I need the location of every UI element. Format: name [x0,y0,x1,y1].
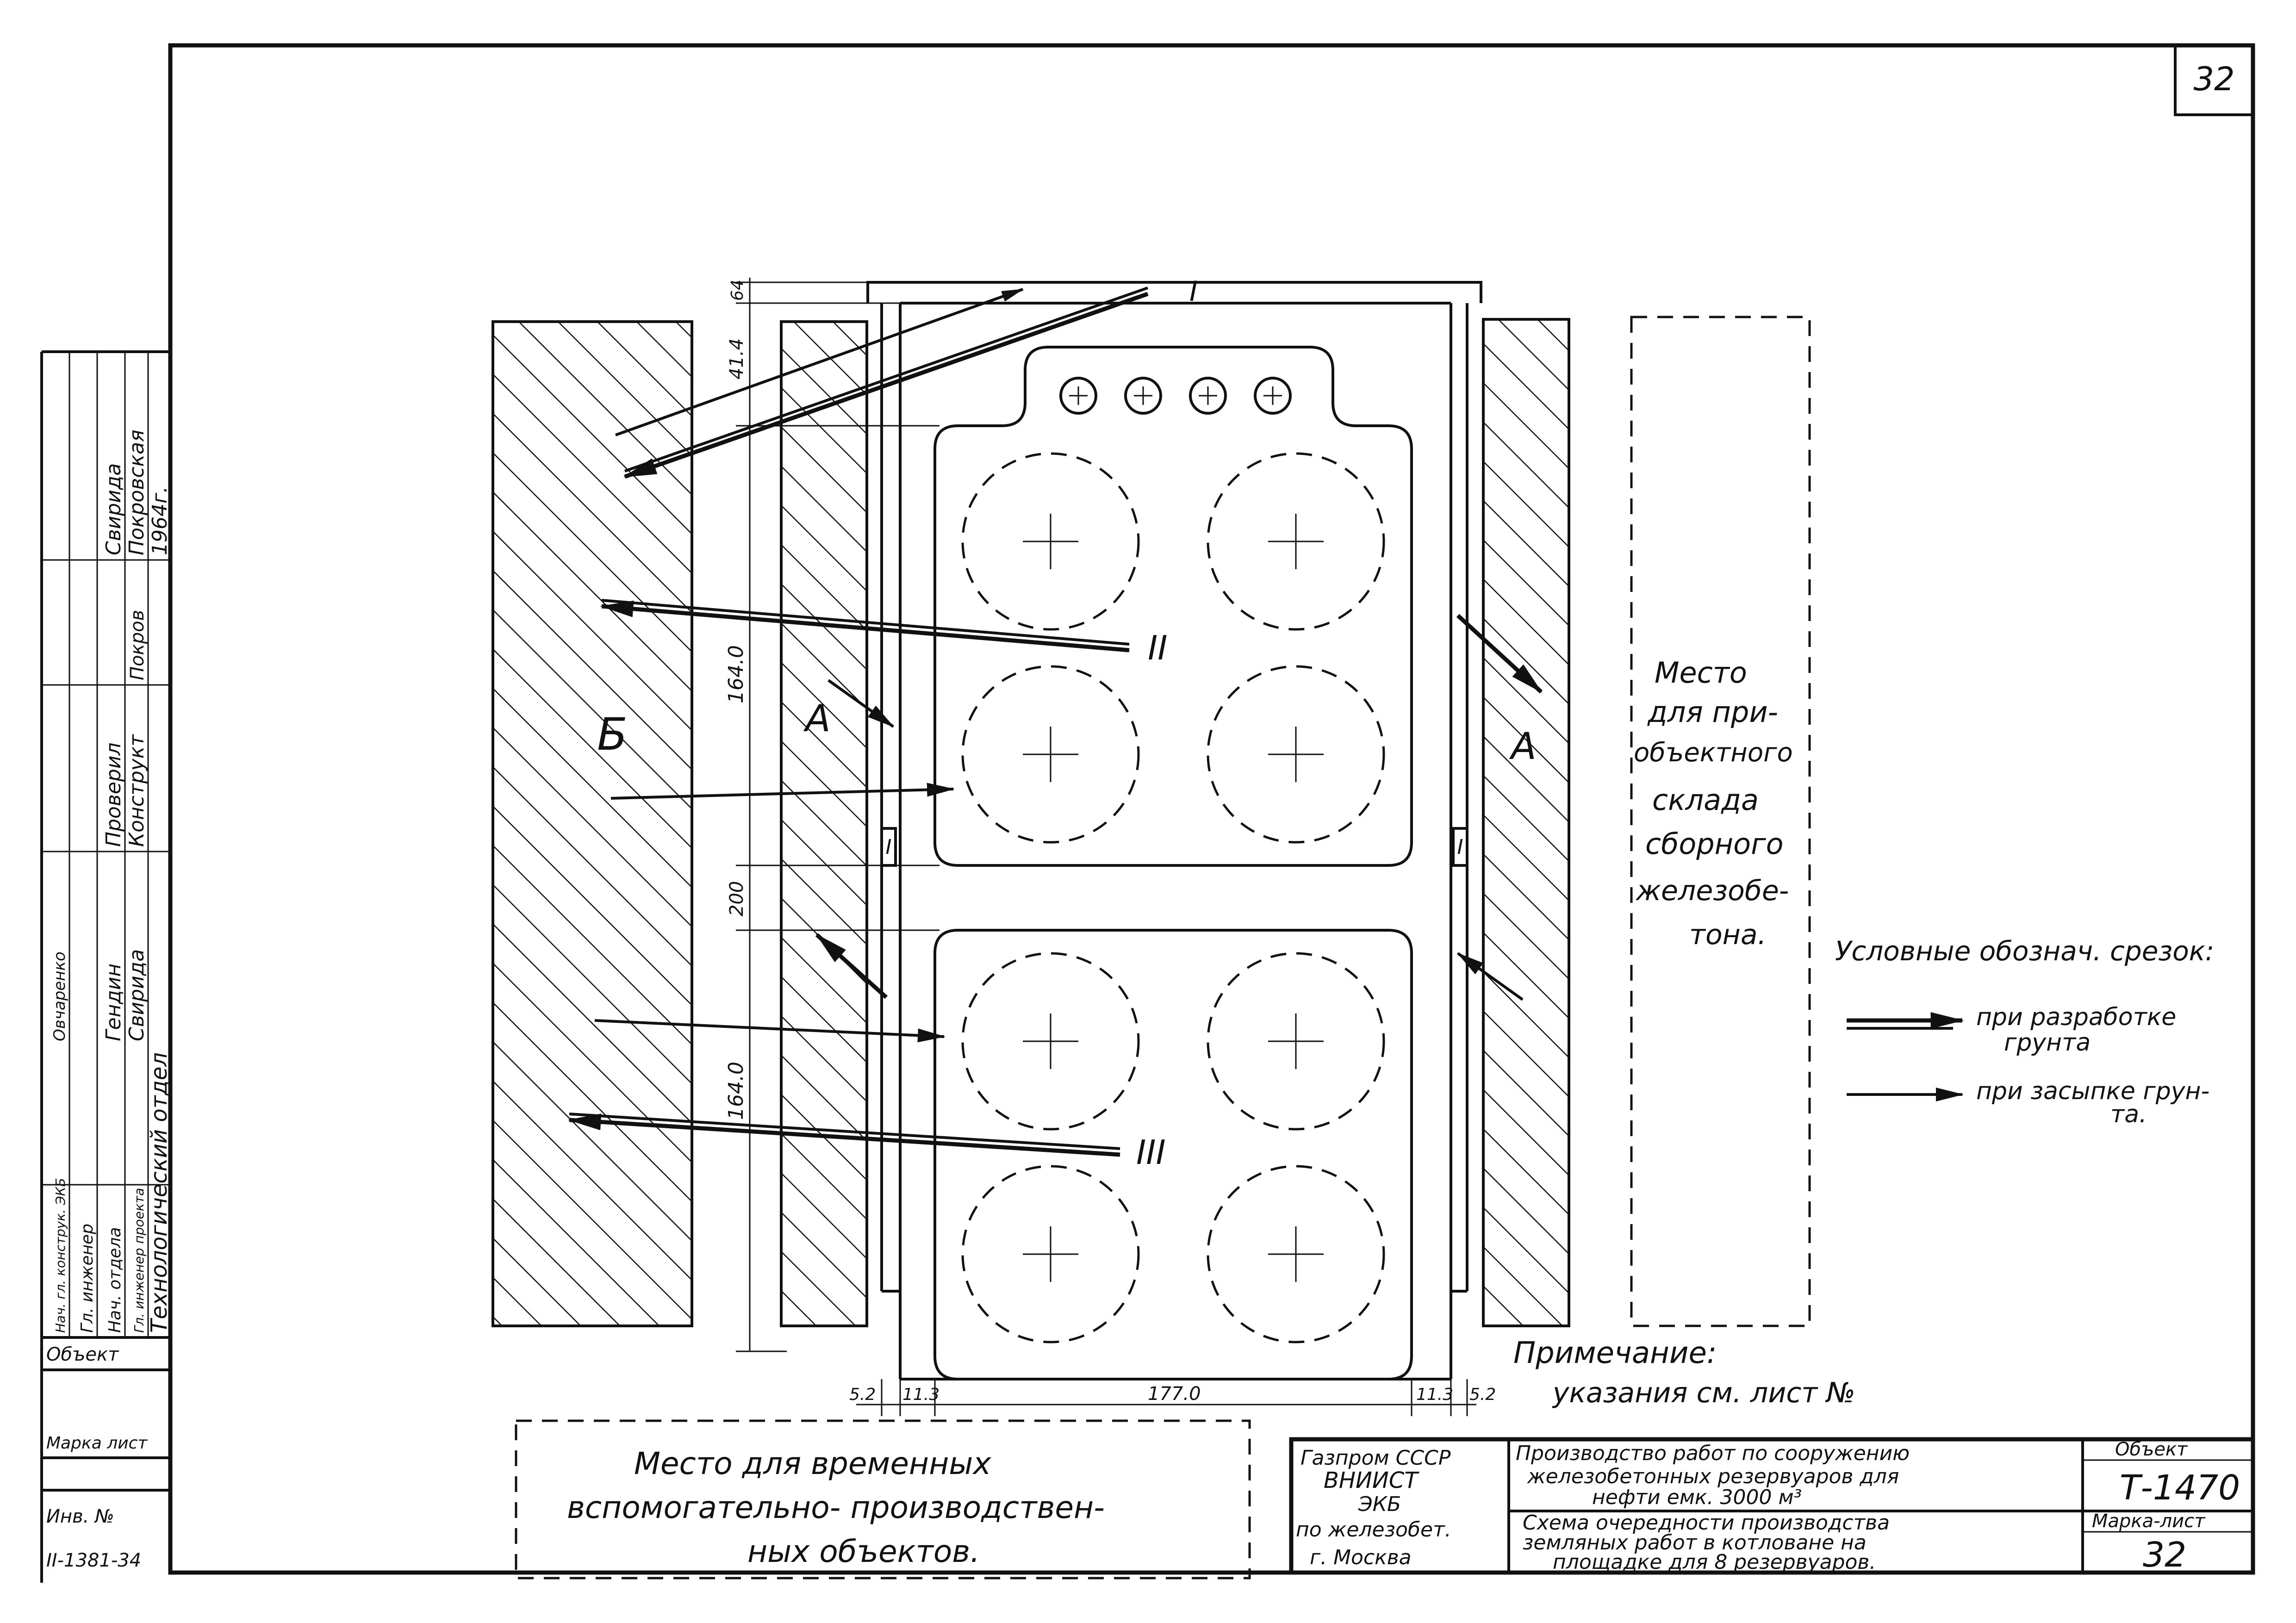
dimension-vertical [736,278,940,1352]
title-block: Газпром СССР ВНИИСТ ЭКБ по железобет. г.… [1289,1437,2255,1575]
stamp-inv-value: II-1381-34 [46,1550,141,1571]
section-mark-right: I [1457,835,1463,859]
stamp-role-4: Гл. инженер проекта [131,1188,147,1333]
pump-circle [1059,377,1097,415]
storage-note-line: склада [1652,783,1759,817]
tank-circle [1207,952,1385,1131]
stamp-role-3: Нач. отдела [106,1227,124,1333]
zone-a-right-hatched [1482,318,1570,1327]
storage-note-line: объектного [1634,738,1793,768]
legend-item-2: при засыпке грун- [1976,1077,2209,1105]
marker-ii: II [1148,628,1167,667]
label-a-left: А [803,697,831,740]
storage-note-line: железобе- [1635,875,1789,907]
org-line: ВНИИСТ [1324,1468,1419,1493]
mark-sheet-label: Марка-лист [2092,1511,2206,1532]
label-a-right: А [1509,725,1537,768]
storage-area-box [1630,316,1811,1327]
stamp-designed-2: Покровская [125,429,149,555]
stamp-inv-label: Инв. № [46,1506,114,1527]
org-line: Газпром СССР [1300,1446,1451,1470]
temp-facilities-line1: Место для временных [634,1446,991,1481]
dim-41-4: 41.4 [726,338,747,379]
object-value: Т-1470 [2120,1468,2240,1508]
sheet-title-line: земляных работ в котловане на [1523,1531,1867,1555]
label-b: Б [597,709,628,760]
tank-group-lower [933,929,1413,1380]
dim-164-top: 164.0 [724,645,748,703]
zone-a-left-hatched [780,320,868,1327]
dim-5-2-right: 5.2 [1469,1385,1496,1404]
pump-circle [1124,377,1162,415]
pump-circle [1189,377,1227,415]
marker-iii: III [1136,1133,1166,1172]
tank-circle [1207,1165,1385,1343]
legend: Условные обознач. срезок: при разработке… [1835,935,2214,1128]
dim-164-bottom: 164.0 [724,1062,748,1120]
stamp-year: 1964г. [148,486,172,555]
flow-arrows [567,286,1543,1157]
stamp-name-2: Гендин [102,964,125,1041]
stamp-department: Технологический отдел [146,1052,172,1333]
tank-circle [1207,665,1385,844]
stamp-object-label: Объект [46,1344,119,1365]
tank-circle [961,1165,1140,1343]
org-line: ЭКБ [1358,1492,1401,1516]
page-number: 32 [2193,60,2234,98]
remark-title: Примечание: [1513,1336,1717,1370]
zone-b-hatched [492,320,693,1327]
stamp-name-1: Овчаренко [50,951,69,1041]
stamp-role-1: Нач. гл. конструк. ЭКБ [53,1178,68,1333]
legend-item-1: при разработке [1976,1003,2176,1031]
dim-11-3-right: 11.3 [1416,1385,1453,1404]
storage-note-line: тона. [1689,919,1767,951]
legend-title: Условные обознач. срезок: [1835,935,2214,967]
tank-circle [961,665,1140,844]
stamp-role-2: Гл. инженер [78,1224,97,1333]
storage-note-line: для при- [1647,695,1778,729]
stamp-mark-label: Марка лист [46,1434,148,1453]
tank-group-upper [933,346,1413,867]
sheet-title-line: площадке для 8 резервуаров. [1553,1550,1876,1574]
remark-text: указания см. лист № [1552,1377,1855,1409]
dim-64: 64 [728,280,747,301]
stamp-checked-name: Конструкт [125,734,149,847]
stamp-checked-sign: Покров [127,610,148,680]
pump-circle [1254,377,1292,415]
side-stamp: Нач. гл. конструк. ЭКБ Гл. инженер Нач. … [40,350,172,1583]
excavation-pit: I I [866,281,1482,1380]
org-line: г. Москва [1310,1546,1412,1569]
legend-item-1b: грунта [2004,1029,2091,1057]
temp-facilities-box [515,1419,1251,1579]
stamp-designed: Свирида [102,463,125,555]
sheet-title-line: Схема очередности производства [1523,1511,1890,1535]
section-mark-left: I [886,835,892,859]
dim-200: 200 [726,881,747,916]
temp-facilities-line2: вспомогательно- производствен- [567,1490,1105,1525]
storage-note: Место для при- объектного склада сборног… [1634,656,1793,951]
object-label: Объект [2115,1439,2188,1460]
mark-sheet-value: 32 [2143,1535,2186,1575]
tank-circle [961,952,1140,1131]
temp-facilities-line3: ных объектов. [747,1534,980,1569]
org-line: по железобет. [1296,1518,1451,1542]
work-title-line: Производство работ по сооружению [1516,1442,1910,1465]
legend-item-2b: та. [2110,1101,2147,1128]
work-title-line: нефти емк. 3000 м³ [1592,1486,1802,1509]
dim-177: 177.0 [1148,1383,1201,1405]
sheet-frame [168,43,2255,1575]
dim-11-3-left: 11.3 [902,1385,940,1404]
stamp-checked: Проверил [102,742,125,847]
marker-i: I [1189,275,1198,308]
storage-note-line: сборного [1645,827,1784,861]
tank-circle [1207,452,1385,631]
tank-circle [961,452,1140,631]
stamp-name-3: Свирида [125,949,149,1041]
dim-5-2-left: 5.2 [849,1385,876,1404]
storage-note-line: Место [1655,656,1747,690]
work-title-line: железобетонных резервуаров для [1527,1465,1899,1488]
dimension-horizontal [856,1379,1476,1416]
page-number-box [2174,44,2254,116]
